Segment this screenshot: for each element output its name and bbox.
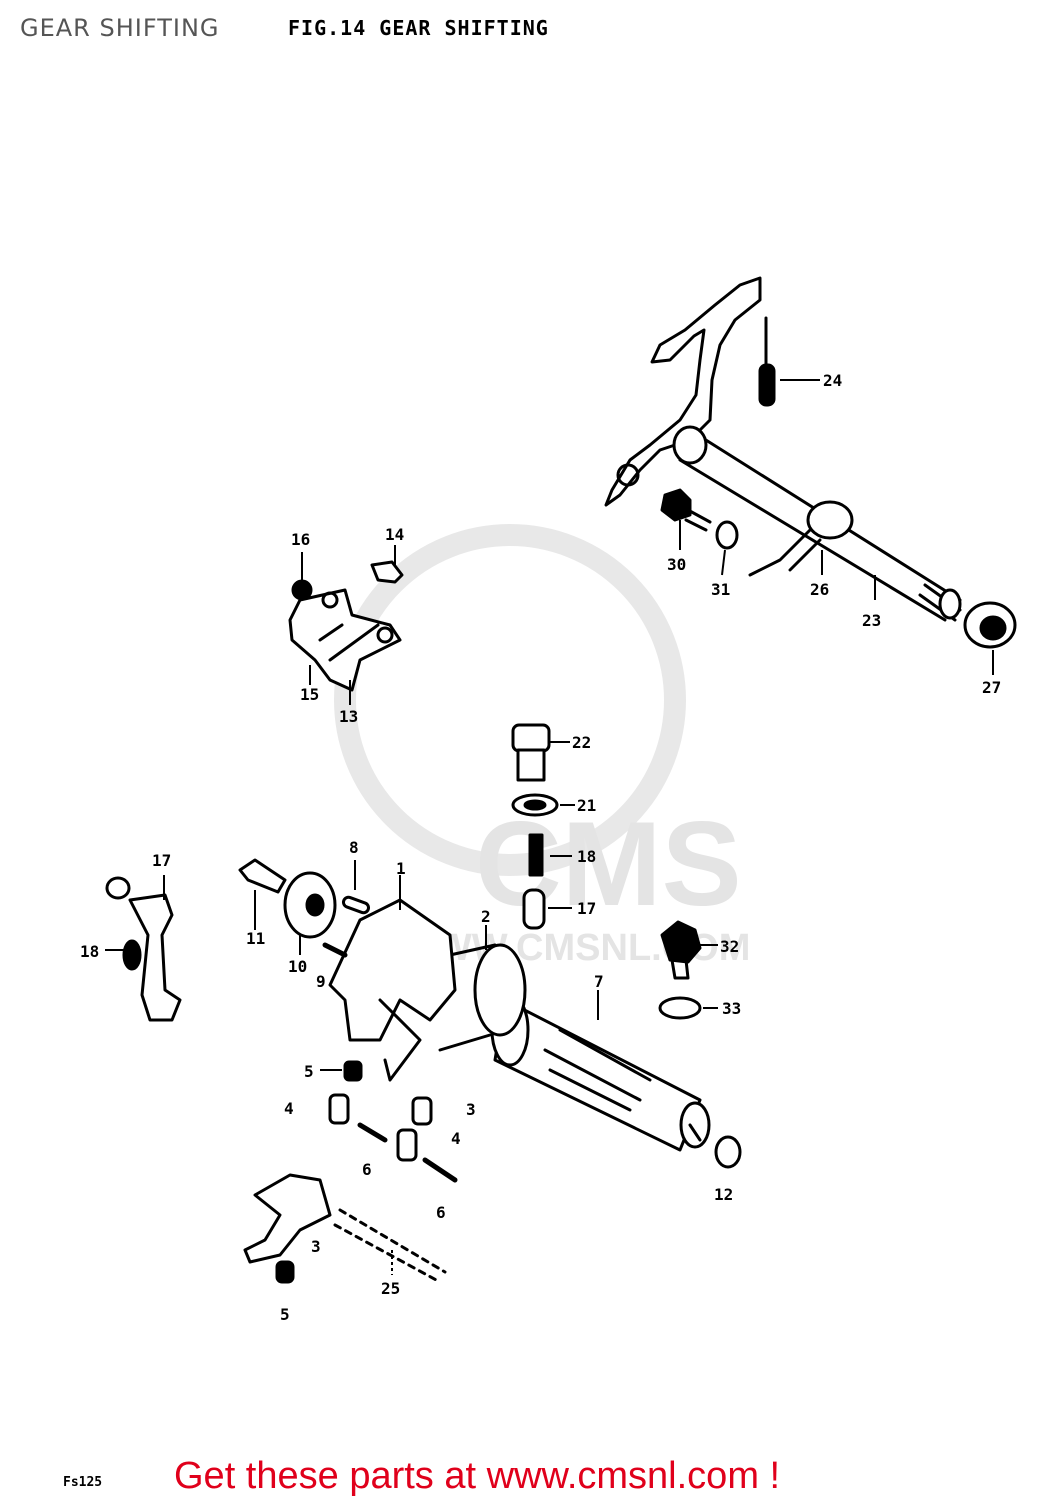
part-label-24: 22 — [572, 733, 591, 752]
part-label-1: 1 — [396, 859, 406, 878]
cam-guide-plate — [288, 588, 402, 692]
page-title: GEAR SHIFTING — [20, 14, 220, 42]
cam-plate-10 — [283, 871, 337, 939]
part-label-21: 17 — [577, 899, 596, 918]
cap-12 — [714, 1135, 742, 1169]
neutral-switch-32 — [660, 920, 702, 980]
pin-4-left — [328, 1093, 350, 1125]
part-label-5-lower: 5 — [280, 1305, 290, 1324]
part-label-26: 23 — [862, 611, 881, 630]
part-label-6-right: 6 — [436, 1203, 446, 1222]
spring-22 — [528, 833, 544, 877]
pin-21 — [522, 888, 546, 930]
bolt-11 — [238, 858, 287, 894]
part-label-10: 10 — [288, 957, 307, 976]
part-label-8: 8 — [349, 838, 359, 857]
part-label-32: 32 — [720, 937, 739, 956]
screw-9 — [322, 942, 348, 958]
screw-14 — [370, 560, 404, 584]
gear-shift-stopper-17 — [105, 876, 182, 1022]
screw-16 — [291, 579, 313, 601]
watermark-brand: CMS — [475, 797, 742, 931]
part-label-25: 25 — [381, 1279, 400, 1298]
part-label-4-left: 4 — [284, 1099, 294, 1118]
pin-5-upper — [343, 1060, 363, 1082]
figure-title: FIG.14 GEAR SHIFTING — [288, 16, 549, 40]
shift-fork-3 — [243, 1173, 332, 1264]
part-label-33: 33 — [722, 999, 741, 1018]
part-label-22: 18 — [577, 847, 596, 866]
part-label-3-lower: 3 — [311, 1237, 321, 1256]
part-label-16: 16 — [291, 530, 310, 549]
part-label-29: 27 — [982, 678, 1001, 697]
o-ring-33 — [658, 996, 702, 1020]
part-label-5-upper: 5 — [304, 1062, 314, 1081]
pin-5-lower — [275, 1260, 295, 1284]
part-label-28: 26 — [810, 580, 829, 599]
gear-shift-lever — [604, 276, 762, 507]
part-label-9: 9 — [316, 972, 326, 991]
part-label-7: 7 — [594, 972, 604, 991]
pin-4-right — [396, 1128, 418, 1162]
part-label-13: 13 — [339, 707, 358, 726]
part-label-31: 31 — [711, 580, 730, 599]
part-label-14: 14 — [385, 525, 404, 544]
part-label-3-right: 3 — [466, 1100, 476, 1119]
shaft-arm-28 — [748, 500, 854, 577]
gasket-23-hole — [523, 799, 547, 811]
washer-31 — [715, 520, 739, 550]
part-label-17: 17 — [152, 851, 171, 870]
shift-fork-1 — [328, 898, 457, 1082]
dowel-pin-8 — [341, 895, 371, 915]
pin-27 — [758, 316, 776, 407]
plug-24 — [511, 723, 551, 782]
part-label-12: 12 — [714, 1185, 733, 1204]
part-label-6-left: 6 — [362, 1160, 372, 1179]
pin-3-right — [411, 1096, 433, 1126]
part-label-30: 30 — [667, 555, 686, 574]
part-label-27: 24 — [823, 371, 842, 390]
bolt-30 — [660, 488, 712, 532]
oil-seal-29 — [963, 601, 1017, 649]
promo-link[interactable]: Get these parts at www.cmsnl.com ! — [174, 1455, 781, 1497]
part-label-4-right: 4 — [451, 1129, 461, 1148]
spring-18 — [122, 939, 142, 971]
part-label-23: 21 — [577, 796, 596, 815]
part-label-11: 11 — [246, 929, 265, 948]
part-label-18: 18 — [80, 942, 99, 961]
fork-shaft-25 — [333, 1208, 447, 1284]
screw-6-right — [422, 1157, 458, 1183]
gearshift-shaft — [672, 425, 962, 622]
figure-code: Fs125 — [63, 1475, 102, 1490]
part-label-2: 2 — [481, 907, 491, 926]
screw-6-left — [357, 1122, 388, 1143]
drum-cam-2 — [438, 943, 527, 1052]
part-label-15: 15 — [300, 685, 319, 704]
